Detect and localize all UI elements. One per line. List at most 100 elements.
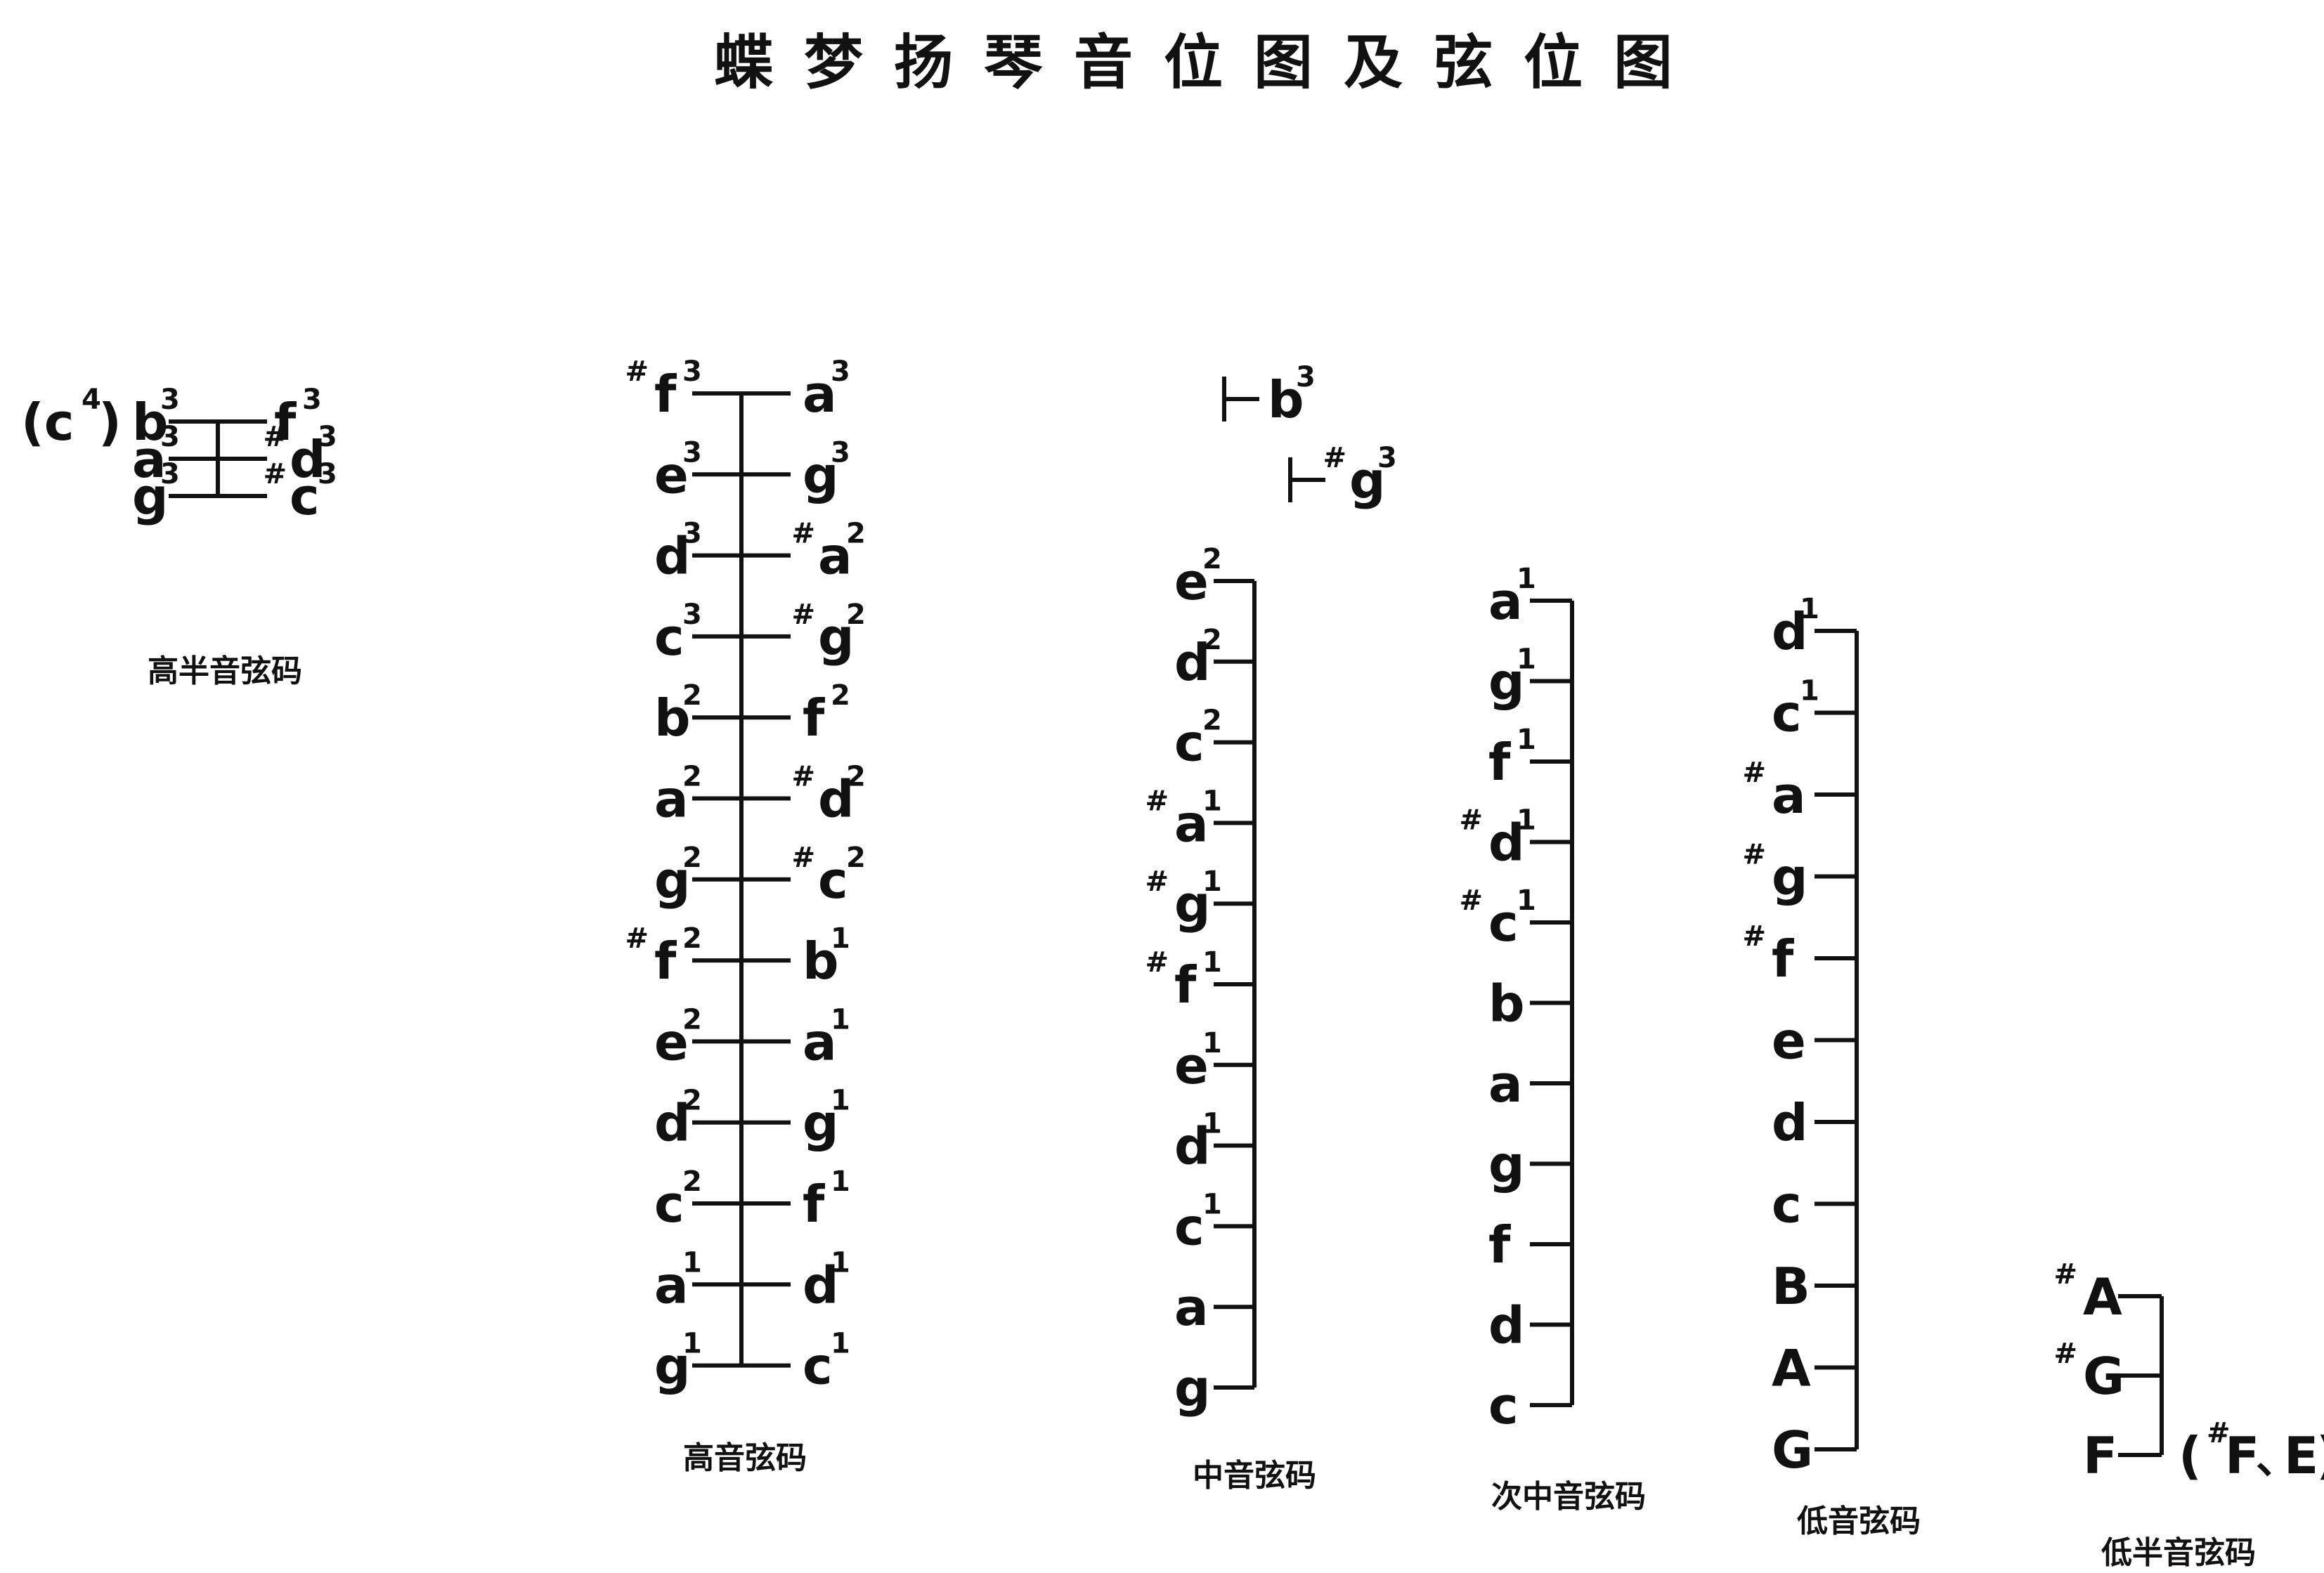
note-left-letter: d (1772, 602, 1808, 661)
note-upper-letter: b (1268, 370, 1304, 429)
alt-note-octave: 4 (82, 384, 101, 416)
note-right-letter: g (803, 445, 839, 504)
note-left-octave: 3 (682, 355, 702, 388)
note-right-octave: 3 (318, 458, 337, 490)
note-left-letter: f (654, 932, 677, 991)
note-left-octave: 2 (682, 1166, 702, 1198)
note-right-octave: 1 (831, 1085, 850, 1117)
note-right-octave: 1 (831, 1328, 850, 1360)
note-left-octave: 1 (682, 1246, 702, 1279)
note-left-letter: d (1174, 1117, 1211, 1176)
alt-note-a: F (2225, 1426, 2259, 1485)
note-left-letter: g (1488, 653, 1525, 712)
alt-note-open: (c (21, 393, 74, 452)
note-left-letter: c (654, 1175, 684, 1234)
note-left-letter: c (1488, 1376, 1519, 1435)
note-left-letter: a (654, 770, 689, 829)
note-right-octave: 3 (318, 421, 337, 453)
note-right-letter: a (803, 1012, 837, 1071)
note-right-letter: g (818, 608, 855, 667)
note-right-letter: c (818, 851, 848, 910)
note-left-letter: f (1772, 929, 1794, 988)
note-left-octave: 3 (682, 599, 702, 631)
note-left-letter: B (1772, 1257, 1810, 1316)
note-left-octave: 3 (682, 436, 702, 469)
note-left-letter: f (1488, 1215, 1511, 1274)
note-left-letter: f (1488, 733, 1511, 792)
note-left-octave: 2 (682, 842, 702, 874)
note-upper-octave: 3 (1296, 361, 1316, 393)
note-right-letter: c (803, 1337, 833, 1396)
note-left-octave: 1 (1202, 946, 1222, 979)
note-left-letter: a (1174, 1278, 1209, 1337)
note-left-sharp: # (1459, 804, 1483, 837)
note-left-letter: d (1174, 633, 1211, 692)
note-left-letter: d (654, 1094, 691, 1153)
note-right-letter: f (803, 1175, 825, 1234)
note-right-octave: 1 (831, 1003, 850, 1036)
alt-separator: 、 (2256, 1435, 2298, 1484)
note-left-letter: d (654, 527, 691, 586)
page-title: 蝶梦扬琴音位图及弦位图 (714, 28, 1703, 97)
note-right-octave: 2 (846, 842, 866, 874)
group-label: 高音弦码 (683, 1440, 807, 1476)
note-left-octave: 2 (1202, 624, 1222, 656)
note-right-octave: 1 (831, 1166, 850, 1198)
note-left-octave: 1 (1800, 593, 1819, 625)
note-left-letter: a (1488, 572, 1523, 631)
note-right-letter: g (803, 1094, 839, 1153)
note-right-letter: d (803, 1255, 839, 1314)
note-left-letter: e (1174, 1036, 1209, 1095)
note-left-octave: 1 (1202, 785, 1222, 817)
note-left-letter: d (1488, 1296, 1525, 1355)
note-left-letter: c (1174, 714, 1205, 773)
note-right-sharp: # (263, 458, 287, 490)
note-left-sharp: # (1459, 885, 1483, 917)
note-right-letter: d (818, 770, 855, 829)
note-left-letter: e (1174, 552, 1209, 611)
group-label: 低音弦码 (1797, 1503, 1921, 1539)
note-left-octave: 1 (1517, 644, 1536, 676)
note-left-letter: f (1174, 955, 1197, 1014)
note-left-octave: 1 (1202, 1108, 1222, 1140)
note-left-octave: 2 (682, 679, 702, 712)
note-right-sharp: # (791, 761, 815, 793)
alt-sharp: # (2207, 1417, 2231, 1449)
note-left-letter: g (1488, 1135, 1525, 1194)
note-left-octave: 1 (682, 1328, 702, 1360)
group-label: 中音弦码 (1193, 1458, 1316, 1494)
group-label: 低半音弦码 (2101, 1535, 2256, 1571)
note-left-letter: c (1174, 1197, 1205, 1256)
note-left-octave: 1 (1517, 724, 1536, 756)
note-left-letter: c (654, 608, 684, 667)
note-upper-letter: g (1349, 451, 1386, 510)
note-left-octave: 2 (1202, 705, 1222, 737)
note-right-letter: a (818, 527, 852, 586)
note-right-letter: c (290, 467, 320, 526)
note-right-letter: f (803, 688, 825, 748)
note-left-letter: A (1772, 1339, 1811, 1398)
note-left-letter: a (1488, 1055, 1523, 1114)
note-left-letter: g (654, 1337, 691, 1396)
note-left-sharp: # (2053, 1258, 2077, 1291)
note-right-sharp: # (791, 599, 815, 631)
note-left-letter: F (2083, 1426, 2117, 1485)
note-left-sharp: # (1742, 920, 1766, 953)
note-right-letter: d (290, 430, 326, 489)
note-left-octave: 2 (682, 761, 702, 793)
note-right-octave: 1 (831, 922, 850, 955)
note-upper-octave: 3 (1377, 442, 1397, 474)
note-left-letter: b (654, 688, 691, 748)
note-left-letter: a (1772, 766, 1806, 825)
note-left-letter: G (1772, 1421, 1813, 1480)
note-left-letter: g (1772, 848, 1808, 907)
alt-note-b: E (2284, 1426, 2318, 1485)
note-left-sharp: # (1145, 866, 1169, 898)
note-right-octave: 2 (846, 599, 866, 631)
note-left-letter: d (1488, 814, 1525, 873)
